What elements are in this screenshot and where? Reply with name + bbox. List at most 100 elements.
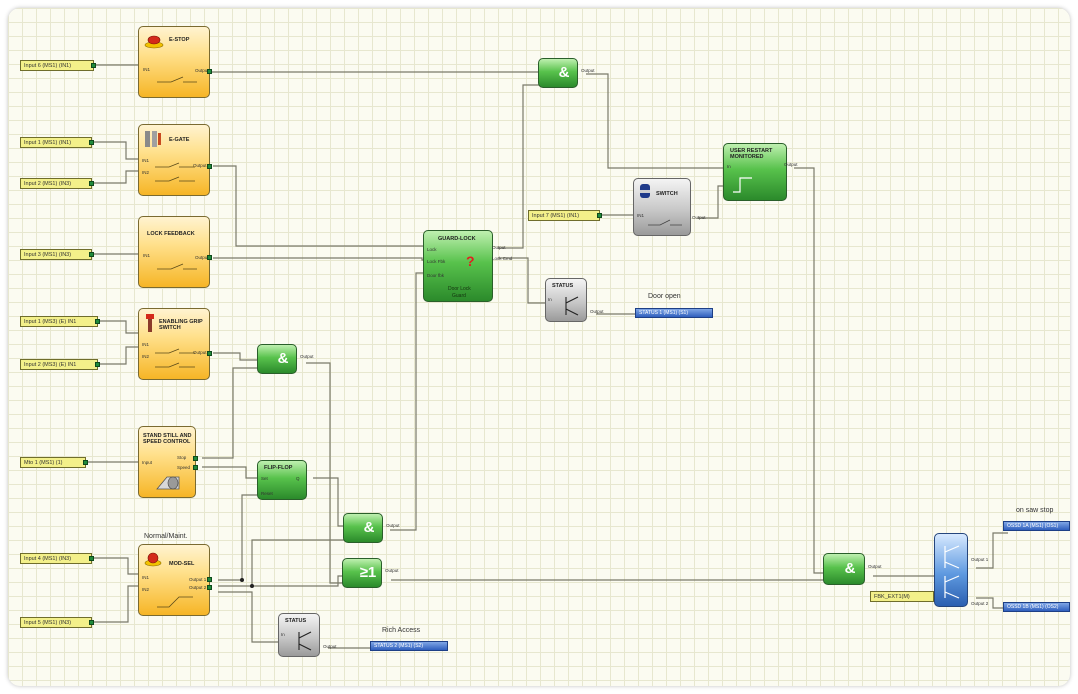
wire-mode-ff bbox=[218, 494, 266, 581]
block-switch[interactable]: SWITCH IN1 Output bbox=[633, 178, 706, 236]
port-label: Output bbox=[868, 564, 882, 569]
input-tag-egate-1[interactable]: Input 1 (MS1) (IN1) bbox=[20, 137, 92, 148]
port-out[interactable] bbox=[207, 585, 212, 590]
block-ossd-output[interactable] bbox=[934, 533, 968, 607]
block-lock-feedback[interactable]: LOCK FEEDBACK IN1 Output bbox=[138, 216, 210, 288]
or-symbol: ≥1 bbox=[359, 564, 377, 581]
port-label: In bbox=[727, 164, 731, 169]
port-label: Output bbox=[581, 68, 595, 73]
port-out[interactable] bbox=[89, 140, 94, 145]
port-out[interactable] bbox=[95, 362, 100, 367]
input-tag-estop[interactable]: Input 6 (MS1) (IN1) bbox=[20, 60, 94, 71]
port-out[interactable] bbox=[89, 252, 94, 257]
and-symbol: & bbox=[363, 519, 375, 536]
wire-guard-status1 bbox=[498, 257, 553, 304]
contact-icon bbox=[155, 162, 195, 182]
block-title: E-STOP bbox=[169, 37, 190, 43]
block-title: SWITCH bbox=[656, 191, 678, 197]
port-label: Door fbk bbox=[427, 273, 445, 278]
guard-sub-label-2: Guard bbox=[452, 293, 466, 299]
port-label: Output bbox=[590, 309, 604, 314]
input-tag-stand[interactable]: Mto 1 (MS1) (1) bbox=[20, 457, 86, 468]
block-guard-lock[interactable]: GUARD-LOCK Lock Lock Fbk Door fbk Output… bbox=[423, 230, 512, 302]
port-out[interactable] bbox=[207, 577, 212, 582]
guard-sub-label: Door Lock bbox=[448, 286, 471, 292]
port-label: Output 2 bbox=[971, 601, 989, 606]
port-out[interactable] bbox=[207, 351, 212, 356]
and-symbol: & bbox=[844, 560, 856, 577]
input-tag-mode-2[interactable]: Input 5 (MS1) (IN3) bbox=[20, 617, 92, 628]
input-tag-switch[interactable]: Input 7 (MS1) (IN1) bbox=[528, 210, 600, 221]
wire-and2-or1 bbox=[306, 362, 350, 584]
port-out[interactable] bbox=[91, 63, 96, 68]
input-tag-mode-1[interactable]: Input 4 (MS1) (IN3) bbox=[20, 553, 92, 564]
gate-icon bbox=[145, 131, 161, 147]
port-out[interactable] bbox=[207, 255, 212, 260]
output-tag-ossd-2[interactable]: OSSD 1B (MS1) (OS2) bbox=[1003, 602, 1070, 612]
block-and-2[interactable]: & Output bbox=[257, 344, 314, 374]
input-tag-grip-1[interactable]: Input 1 (MS3) (E) IN1 bbox=[20, 316, 98, 327]
wire-mode-or1 bbox=[252, 575, 350, 587]
wire-stand-ff bbox=[202, 466, 266, 479]
block-and-4[interactable]: & Output bbox=[823, 553, 882, 585]
block-estop[interactable]: E-STOP IN1 Output bbox=[138, 26, 210, 98]
contact-icon bbox=[157, 76, 197, 83]
wire-estop-and1 bbox=[212, 71, 549, 78]
output-tag-ossd-1[interactable]: OSSD 1A (MS1) (OS1) bbox=[1003, 521, 1070, 531]
port-out[interactable] bbox=[207, 69, 212, 74]
block-and-3[interactable]: & Output bbox=[343, 513, 400, 543]
contact-icon bbox=[157, 596, 193, 608]
block-title: GUARD-LOCK bbox=[438, 236, 476, 242]
port-out[interactable] bbox=[95, 319, 100, 324]
wire-guard-and1 bbox=[498, 84, 548, 249]
port-label: Input bbox=[142, 460, 153, 465]
input-tag-egate-2[interactable]: Input 2 (MS1) (IN3) bbox=[20, 178, 92, 189]
diagram-canvas[interactable]: Input 6 (MS1) (IN1) Input 1 (MS1) (IN1) … bbox=[8, 8, 1070, 686]
output-caption: Door open bbox=[648, 293, 681, 300]
block-flip-flop[interactable]: FLIP-FLOP Set Reset Q bbox=[257, 460, 307, 500]
block-stand-still[interactable]: STAND STILL AND SPEED CONTROL Input Stop… bbox=[138, 426, 196, 498]
port-out[interactable] bbox=[83, 460, 88, 465]
output-tag-status-2[interactable]: STATUS 2 (MS1) (S2) bbox=[370, 641, 448, 651]
mode-caption: Normal/Maint. bbox=[144, 533, 188, 540]
input-tag-fbk[interactable]: FBK_EXT1(M) bbox=[870, 591, 934, 602]
block-user-restart[interactable]: USER RESTART MONITORED In Output bbox=[723, 143, 798, 201]
and-symbol: & bbox=[558, 64, 570, 81]
port-out[interactable] bbox=[89, 181, 94, 186]
port-out[interactable] bbox=[207, 164, 212, 169]
port-label: IN1 bbox=[637, 213, 645, 218]
port-out[interactable] bbox=[89, 620, 94, 625]
block-status-1[interactable]: STATUS In Output bbox=[545, 278, 604, 322]
contact-icon bbox=[157, 263, 197, 270]
port-label: Reset bbox=[261, 491, 273, 496]
block-mode-select[interactable]: MOD-SEL IN1 IN2 Output 1 Output 2 bbox=[138, 544, 210, 616]
port-out[interactable] bbox=[193, 456, 198, 461]
port-out[interactable] bbox=[193, 465, 198, 470]
block-egate[interactable]: E-GATE IN1 IN2 Output bbox=[138, 124, 210, 196]
input-tag-lockfb[interactable]: Input 3 (MS1) (IN3) bbox=[20, 249, 92, 260]
block-or-1[interactable]: ≥1 Output bbox=[342, 558, 399, 588]
input-tag-grip-2[interactable]: Input 2 (MS3) (E) IN1 bbox=[20, 359, 98, 370]
port-label: Output bbox=[195, 255, 209, 260]
port-label: Output bbox=[784, 162, 798, 167]
port-out[interactable] bbox=[597, 213, 602, 218]
block-enabling-grip[interactable]: ENABLING GRIP SWITCH IN1 IN2 Output bbox=[138, 308, 210, 380]
port-label: Lock Fbk bbox=[427, 259, 446, 264]
output-tag-status-1[interactable]: STATUS 1 (MS1) (S1) bbox=[635, 308, 713, 318]
block-title: FLIP-FLOP bbox=[264, 465, 293, 471]
port-label: Output bbox=[300, 354, 314, 359]
port-label: Output bbox=[692, 215, 706, 220]
block-title: USER RESTART MONITORED bbox=[730, 148, 773, 160]
wire-relay-oss1 bbox=[976, 532, 1008, 569]
port-label: Output bbox=[492, 245, 506, 250]
switch-icon bbox=[640, 184, 650, 198]
and-symbol: & bbox=[277, 350, 289, 367]
port-label: Speed bbox=[177, 465, 191, 470]
port-label: Output bbox=[323, 644, 337, 649]
port-out[interactable] bbox=[89, 556, 94, 561]
wire-lockfb-guard bbox=[213, 257, 432, 261]
wire-relay-oss2 bbox=[976, 597, 1008, 609]
block-and-1[interactable]: & Output bbox=[538, 58, 595, 88]
port-label: IN2 bbox=[142, 354, 150, 359]
block-status-2[interactable]: STATUS In Output bbox=[278, 613, 337, 657]
